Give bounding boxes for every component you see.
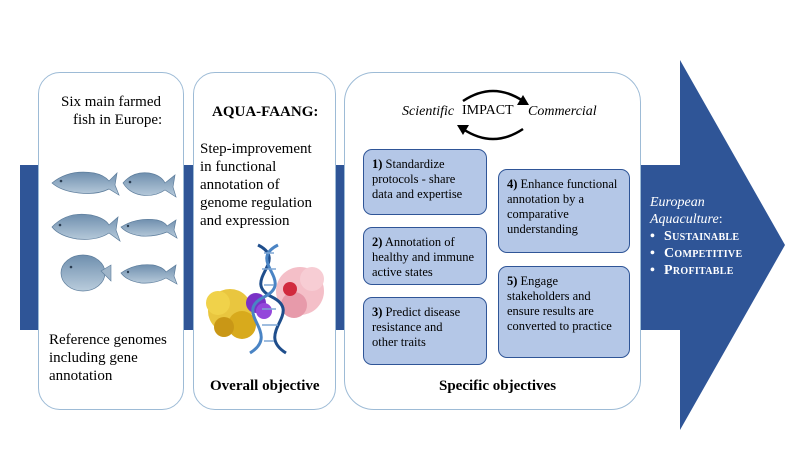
protein-dna-illustration [206,243,324,355]
pink-protein-blob [276,267,324,318]
yellow-protein-blob [206,289,256,339]
impact-commercial-label: Commercial [528,104,597,119]
dna-helix [249,243,287,355]
objective-box-5: 5) Engage stakeholders and ensure result… [498,266,630,358]
sea-bass-icon [120,264,178,285]
salmon-icon [51,171,120,196]
impact-label: IMPACT [462,103,514,118]
fish-panel: Six main farmed fish in Europe: [38,72,184,410]
specific-objectives-panel: Scientific IMPACT Commercial 1) Standard… [344,72,641,410]
aqua-faang-title: AQUA-FAANG: [212,104,319,120]
trout-icon [120,218,178,239]
overall-objective-text: Step-improvement in functional annotatio… [200,141,313,229]
overall-objective-panel: AQUA-FAANG: Step-improvement in function… [193,72,336,410]
specific-objectives-label: Specific objectives [439,378,557,394]
objective-box-1: 1) Standardize protocols - share data an… [363,149,487,215]
fish-panel-footer: Reference genomes including gene annotat… [49,332,167,384]
impact-cycle-arrows-icon [457,89,529,141]
objective-box-2: 2) Annotation of healthy and immune acti… [363,227,487,285]
sustainable-item: •Sustainable [650,229,740,244]
objective-box-4: 4) Enhance functional annotation by a co… [498,169,630,253]
fish-illustrations [51,171,178,292]
competitive-item: •Competitive [650,246,743,261]
turbot-icon [60,254,112,292]
objective-box-3: 3) Predict disease resistance and other … [363,297,487,365]
fish-panel-header: Six main farmed fish in Europe: [61,94,163,128]
profitable-item: •Profitable [650,263,734,278]
sea-bream-icon [122,172,177,198]
impact-scientific-label: Scientific [402,104,455,119]
carp-icon [51,213,121,242]
overall-objective-label: Overall objective [210,378,320,394]
european-aquaculture-block: European Aquaculture: •Sustainable •Comp… [650,194,780,279]
